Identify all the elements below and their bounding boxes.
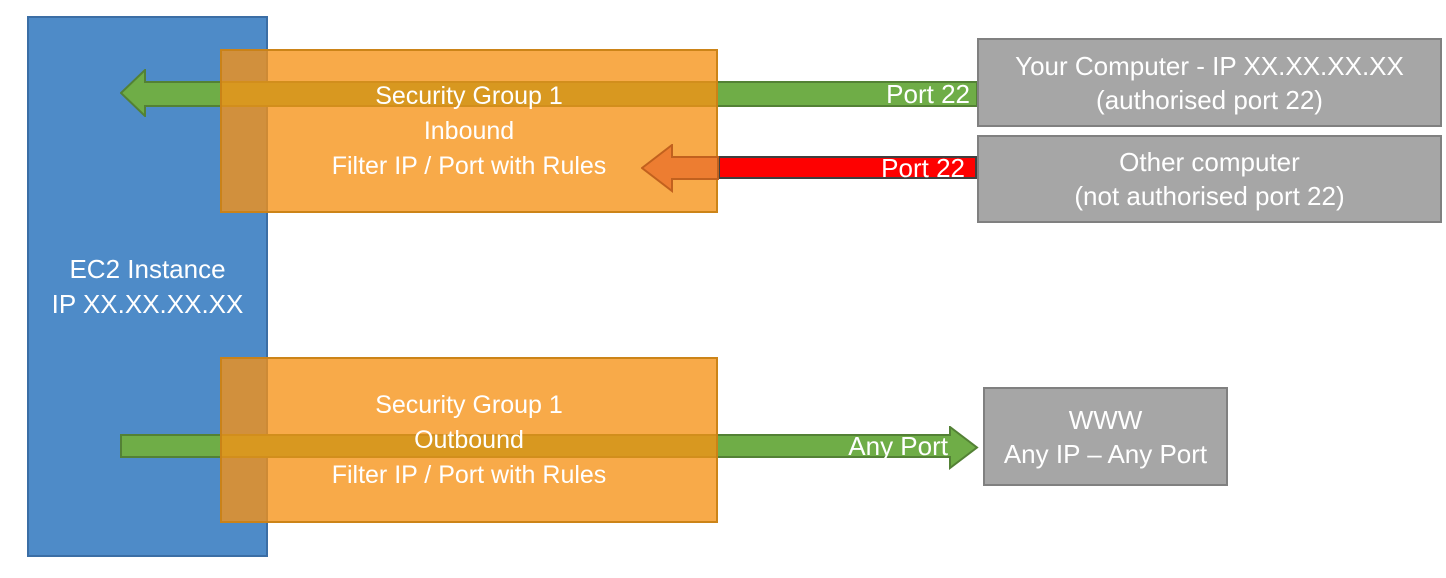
www-box: WWW Any IP – Any Port [983,387,1228,486]
security-group-inbound-box: Security Group 1 Inbound Filter IP / Por… [220,49,718,213]
sg-inbound-direction: Inbound [423,116,515,145]
inbound-blocked-port-label: Port 22 [881,153,965,183]
sg-inbound-rule: Filter IP / Port with Rules [331,151,607,180]
www-label-line2: Any IP – Any Port [1003,438,1208,469]
ec2-instance-label-line1: EC2 Instance [69,253,226,284]
other-computer-label-line2: (not authorised port 22) [1074,181,1345,211]
your-computer-box: Your Computer - IP XX.XX.XX.XX (authoris… [977,38,1442,127]
outbound-port-label: Any Port [848,431,948,461]
inbound-allowed-port-label: Port 22 [886,79,970,109]
sg-inbound-title: Security Group 1 [375,81,563,110]
inbound-blocked-arrow-shaft [718,156,977,179]
ec2-instance-label-line2: IP XX.XX.XX.XX [51,288,244,319]
www-label-line1: WWW [1068,404,1143,435]
inbound-blocked-arrow-head [641,144,719,193]
security-group-outbound-box: Security Group 1 Outbound Filter IP / Po… [220,357,718,523]
other-computer-box: Other computer (not authorised port 22) [977,135,1442,223]
sg-outbound-direction: Outbound [414,425,524,454]
sg-outbound-title: Security Group 1 [375,390,563,419]
your-computer-label-line2: (authorised port 22) [1096,84,1323,115]
sg-outbound-rule: Filter IP / Port with Rules [331,460,607,489]
your-computer-label-line1: Your Computer - IP XX.XX.XX.XX [1015,50,1404,81]
other-computer-label-line1: Other computer [1119,147,1300,177]
